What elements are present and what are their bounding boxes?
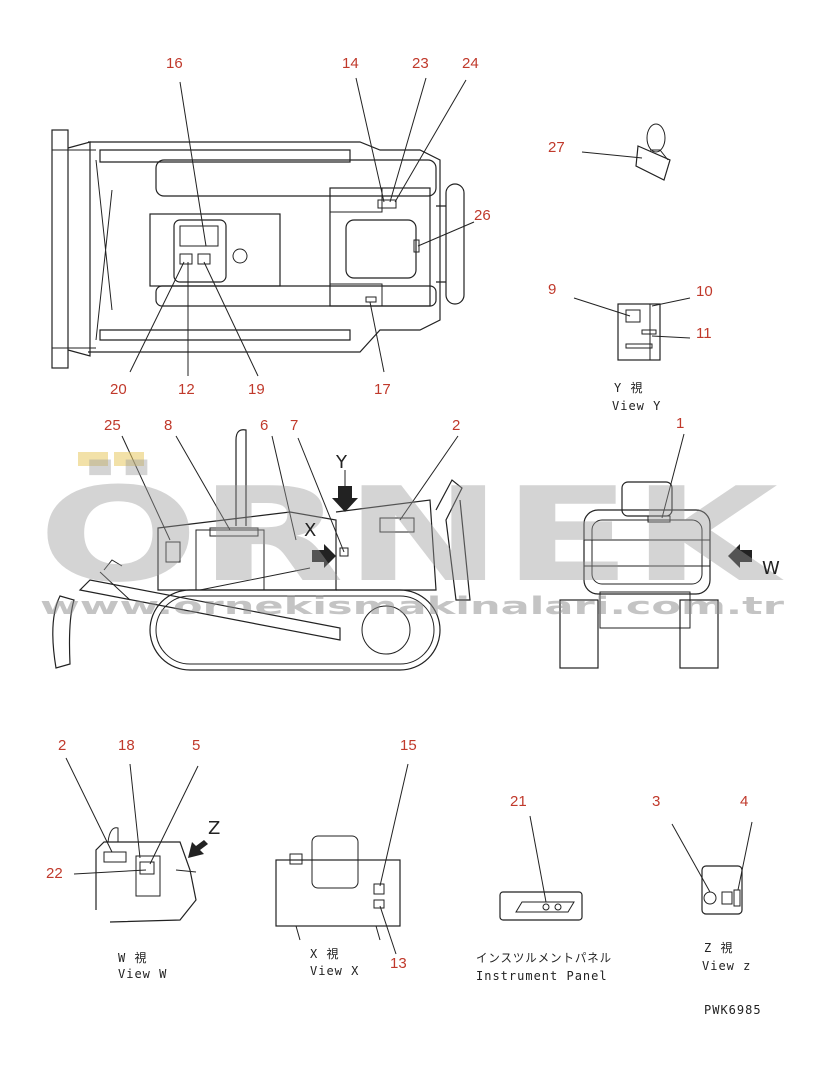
- callout-12: 12: [178, 381, 195, 398]
- view-y-drawing: [573, 297, 691, 361]
- callout-22: 22: [46, 865, 63, 882]
- caption-view-y-jp: Y 視: [614, 380, 643, 395]
- callout-21: 21: [510, 793, 527, 810]
- caption-panel: Instrument Panel: [476, 969, 608, 983]
- callout-25: 25: [104, 417, 121, 434]
- callout-5: 5: [192, 737, 200, 754]
- caption-view-z: View z: [702, 959, 751, 973]
- side-view-drawing: [52, 429, 471, 671]
- instrument-panel-drawing: [499, 815, 583, 921]
- watermark: ÖRNEK www.ornekismakinalari.com.tr: [38, 452, 784, 620]
- callout-26: 26: [474, 207, 491, 224]
- view-w-drawing: [65, 757, 208, 923]
- callout-1: 1: [676, 415, 684, 432]
- view-z-drawing: [671, 821, 753, 915]
- caption-view-w: View W: [118, 967, 167, 981]
- callout-3: 3: [652, 793, 660, 810]
- callout-17: 17: [374, 381, 391, 398]
- tag-27-drawing: [581, 123, 671, 181]
- view-letter-w: W: [762, 558, 780, 579]
- callout-16: 16: [166, 55, 183, 72]
- view-letter-x: X: [304, 520, 316, 541]
- figure-code: PWK6985: [704, 1003, 762, 1017]
- view-x-drawing: [275, 763, 409, 955]
- callout-18: 18: [118, 737, 135, 754]
- callout-23: 23: [412, 55, 429, 72]
- callout-2: 2: [452, 417, 460, 434]
- callout-7: 7: [290, 417, 298, 434]
- front-view-drawing: [559, 433, 752, 669]
- callout-24: 24: [462, 55, 479, 72]
- caption-view-y: View Y: [612, 399, 661, 413]
- caption-view-w-jp: W 視: [118, 950, 147, 965]
- caption-view-x-jp: X 視: [310, 946, 339, 961]
- caption-view-z-jp: Z 視: [704, 940, 733, 955]
- callout-15: 15: [400, 737, 417, 754]
- top-view-leaders: [129, 77, 475, 377]
- caption-panel-jp: インスツルメントパネル: [476, 951, 612, 965]
- callout-11: 11: [696, 325, 712, 342]
- callout-20: 20: [110, 381, 127, 398]
- callout-27: 27: [548, 139, 565, 156]
- callout-9: 9: [548, 281, 556, 298]
- caption-view-x: View X: [310, 964, 359, 978]
- top-view-drawing: [51, 129, 465, 369]
- watermark-url: www.ornekismakinalari.com.tr: [40, 592, 784, 620]
- view-letter-y: Y: [335, 452, 348, 473]
- callout-10: 10: [696, 283, 713, 300]
- callout-8: 8: [164, 417, 172, 434]
- callout-19: 19: [248, 381, 265, 398]
- callout-4: 4: [740, 793, 748, 810]
- callout-14: 14: [342, 55, 359, 72]
- watermark-brand: ÖRNEK: [38, 459, 784, 611]
- callout-13: 13: [390, 955, 407, 972]
- view-letter-z: Z: [208, 818, 220, 839]
- callout-2-view-w: 2: [58, 737, 66, 754]
- callout-6: 6: [260, 417, 268, 434]
